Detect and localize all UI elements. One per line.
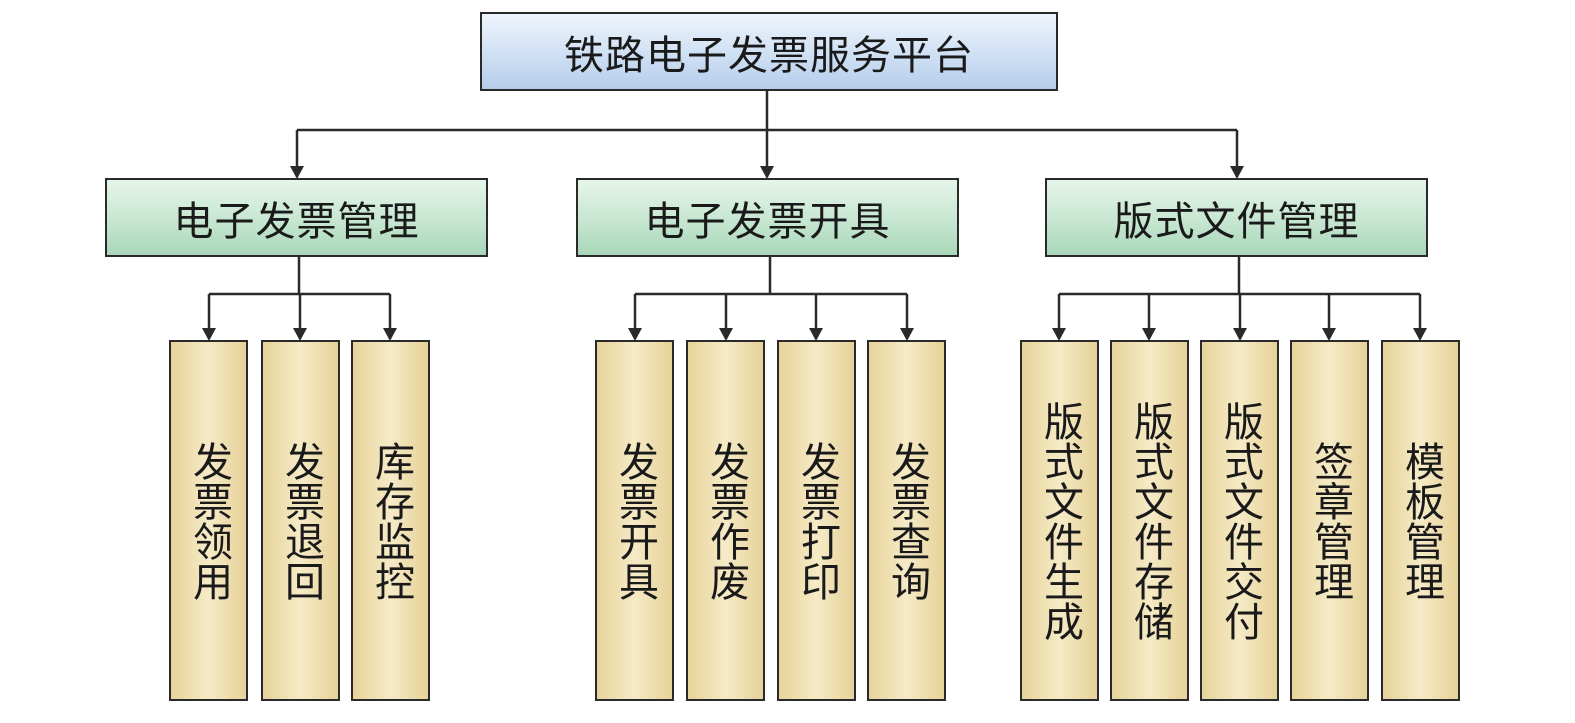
leaf-node: 签章管理 xyxy=(1290,340,1369,701)
leaf-label: 发票打印 xyxy=(794,440,840,601)
leaf-node: 库存监控 xyxy=(351,340,430,701)
category-node-invoice-management: 电子发票管理 xyxy=(105,178,488,257)
leaf-node: 发票打印 xyxy=(777,340,856,701)
leaf-node: 模板管理 xyxy=(1381,340,1460,701)
leaf-node: 发票退回 xyxy=(261,340,340,701)
root-label: 铁路电子发票服务平台 xyxy=(564,32,974,79)
leaf-label: 版式文件生成 xyxy=(1037,400,1083,641)
category-node-invoice-issuance: 电子发票开具 xyxy=(576,178,959,257)
root-node: 铁路电子发票服务平台 xyxy=(480,12,1058,91)
leaf-label: 库存监控 xyxy=(368,440,414,601)
leaf-node: 版式文件存储 xyxy=(1110,340,1189,701)
category-node-format-file-management: 版式文件管理 xyxy=(1045,178,1428,257)
leaf-node: 版式文件交付 xyxy=(1200,340,1279,701)
category-label: 电子发票开具 xyxy=(644,198,891,245)
leaf-node: 发票开具 xyxy=(595,340,674,701)
category-label: 版式文件管理 xyxy=(1113,198,1360,245)
leaf-label: 发票查询 xyxy=(884,440,930,601)
leaf-node: 发票查询 xyxy=(867,340,946,701)
leaf-label: 发票开具 xyxy=(612,440,658,601)
leaf-label: 版式文件存储 xyxy=(1127,400,1173,641)
leaf-label: 发票作废 xyxy=(703,440,749,601)
leaf-label: 签章管理 xyxy=(1307,440,1353,601)
leaf-label: 版式文件交付 xyxy=(1217,400,1263,641)
leaf-node: 版式文件生成 xyxy=(1020,340,1099,701)
leaf-label: 发票退回 xyxy=(278,440,324,601)
leaf-node: 发票领用 xyxy=(169,340,248,701)
leaf-node: 发票作废 xyxy=(686,340,765,701)
leaf-label: 发票领用 xyxy=(186,440,232,601)
leaf-label: 模板管理 xyxy=(1398,440,1444,601)
category-label: 电子发票管理 xyxy=(173,198,420,245)
